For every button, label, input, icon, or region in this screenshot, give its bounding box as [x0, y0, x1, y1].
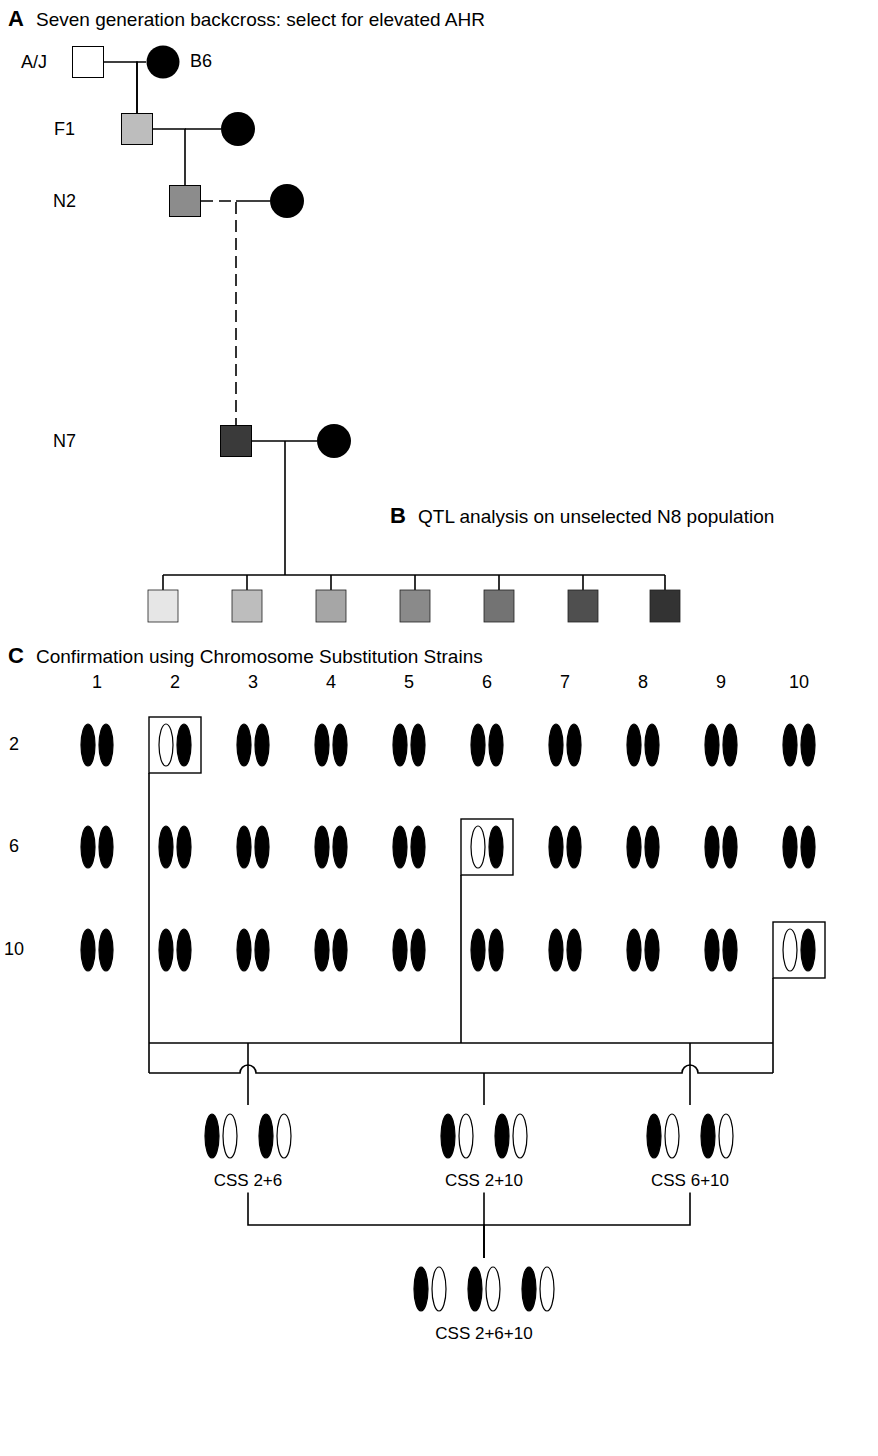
panel-letter: A [8, 6, 24, 31]
male-square: N7 [220, 425, 252, 457]
panel-title: QTL analysis on unselected N8 population [418, 506, 774, 528]
strain-group: CSS 2+10 [437, 1105, 531, 1191]
strain-group: CSS 2+6+10 [410, 1258, 558, 1344]
chromosome-number: 4 [326, 672, 336, 693]
generation-label: A/J [21, 52, 47, 73]
male-square: F1 [121, 113, 153, 145]
generation-label: N7 [53, 431, 76, 452]
strain-row-label: 2 [9, 734, 19, 755]
panel-title: Seven generation backcross: select for e… [36, 9, 485, 31]
descent-line [137, 62, 146, 113]
chromosome-pairs [643, 1105, 737, 1167]
male-square: A/J [72, 46, 104, 78]
generation-label: B6 [190, 51, 212, 72]
strain-label: CSS 2+10 [445, 1171, 523, 1191]
descent-line [484, 1193, 690, 1259]
chromosome-number: 2 [170, 672, 180, 693]
strain-label: CSS 2+6+10 [435, 1324, 532, 1344]
chromosome-number: 1 [92, 672, 102, 693]
chromosome-number: 7 [560, 672, 570, 693]
chromosome-pairs [201, 1105, 295, 1167]
female-circle: B6 [146, 45, 180, 79]
male-square: N2 [169, 185, 201, 217]
strain-group: CSS 6+10 [643, 1105, 737, 1191]
generation-label: F1 [54, 119, 75, 140]
chromosome-number: 5 [404, 672, 414, 693]
chromosome-number: 9 [716, 672, 726, 693]
strain-row-label: 10 [4, 939, 24, 960]
generation-label: N2 [53, 191, 76, 212]
chromosome-pairs [410, 1258, 558, 1320]
strain-label: CSS 6+10 [651, 1171, 729, 1191]
chromosome-number: 8 [638, 672, 648, 693]
descent-line [201, 201, 236, 425]
chromosome-number: 6 [482, 672, 492, 693]
panel-letter: B [390, 503, 406, 528]
descent-line [153, 129, 185, 185]
strain-row-label: 6 [9, 836, 19, 857]
descent-line [248, 1193, 484, 1259]
strain-label: CSS 2+6 [214, 1171, 283, 1191]
circle-shape [146, 45, 180, 79]
descent-line [104, 62, 137, 113]
strain-group: CSS 2+6 [201, 1105, 295, 1191]
panel-title: Confirmation using Chromosome Substituti… [36, 646, 483, 668]
chromosome-number: 10 [789, 672, 809, 693]
chromosome-number: 3 [248, 672, 258, 693]
chromosome-pairs [437, 1105, 531, 1167]
panel-letter: C [8, 643, 24, 668]
